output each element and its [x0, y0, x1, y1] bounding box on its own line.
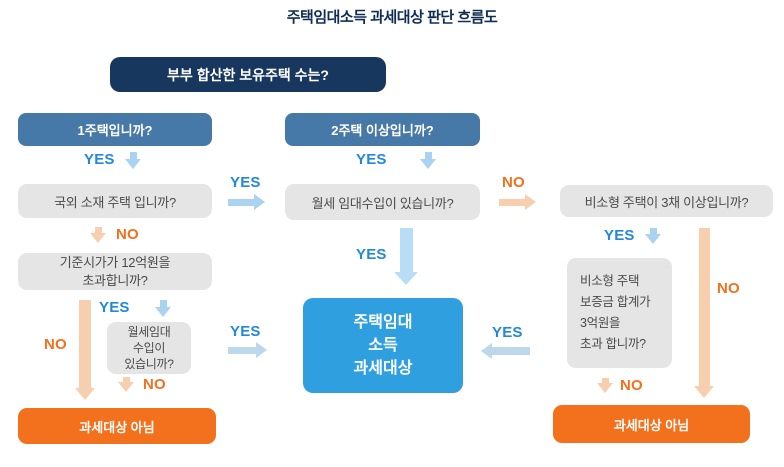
- arrow-right-icon: [228, 194, 265, 210]
- small-monthly-rent-question-box: 월세임대 수입이 있습니까?: [107, 322, 191, 374]
- yes-label: YES: [99, 299, 130, 316]
- yes-label: YES: [230, 174, 261, 191]
- no-label: NO: [502, 174, 525, 191]
- arrow-left-icon: [481, 343, 530, 359]
- overseas-question-box: 국외 소재 주택 입니까?: [18, 184, 212, 218]
- arrow-down-icon: [155, 300, 171, 317]
- arrow-down-icon: [75, 300, 95, 400]
- not-taxable-right-box: 과세대상 아님: [553, 405, 750, 443]
- arrow-down-icon: [118, 377, 134, 392]
- price-cap-question-box: 기준시가가 12억원을 초과합니까?: [18, 253, 212, 290]
- nonsmall-count-question-box: 비소형 주택이 3채 이상입니까?: [560, 185, 773, 217]
- arrow-down-icon: [420, 152, 436, 169]
- no-label: NO: [717, 280, 740, 297]
- yes-label: YES: [356, 151, 387, 168]
- arrow-down-icon: [597, 378, 613, 393]
- no-label: NO: [44, 336, 67, 353]
- no-label: NO: [116, 226, 139, 243]
- not-taxable-left-box: 과세대상 아님: [18, 408, 216, 444]
- one-house-box: 1주택입니까?: [18, 113, 212, 146]
- arrow-right-icon: [228, 342, 267, 358]
- arrow-down-icon: [90, 227, 106, 243]
- arrow-down-icon: [645, 228, 661, 244]
- root-question-box: 부부 합산한 보유주택 수는?: [110, 57, 386, 92]
- arrow-down-icon: [694, 228, 714, 398]
- flowchart-title: 주택임대소득 과세대상 판단 흐름도: [286, 9, 498, 26]
- no-label: NO: [143, 376, 166, 393]
- yes-label: YES: [356, 246, 387, 263]
- monthly-rent-question-box: 월세 임대수입이 있습니까?: [285, 184, 480, 220]
- deposit-question-box: 비소형 주택 보증금 합계가 3억원을 초과 합니까?: [567, 258, 672, 368]
- taxable-result-box: 주택임대 소득 과세대상: [303, 298, 463, 393]
- two-plus-house-box: 2주택 이상입니까?: [285, 113, 480, 146]
- yes-label: YES: [604, 227, 635, 244]
- yes-label: YES: [492, 324, 523, 341]
- yes-label: YES: [230, 323, 261, 340]
- arrow-down-icon: [394, 228, 418, 285]
- arrow-down-icon: [125, 152, 141, 169]
- no-label: NO: [620, 377, 643, 394]
- yes-label: YES: [84, 151, 115, 168]
- arrow-right-icon: [499, 194, 536, 210]
